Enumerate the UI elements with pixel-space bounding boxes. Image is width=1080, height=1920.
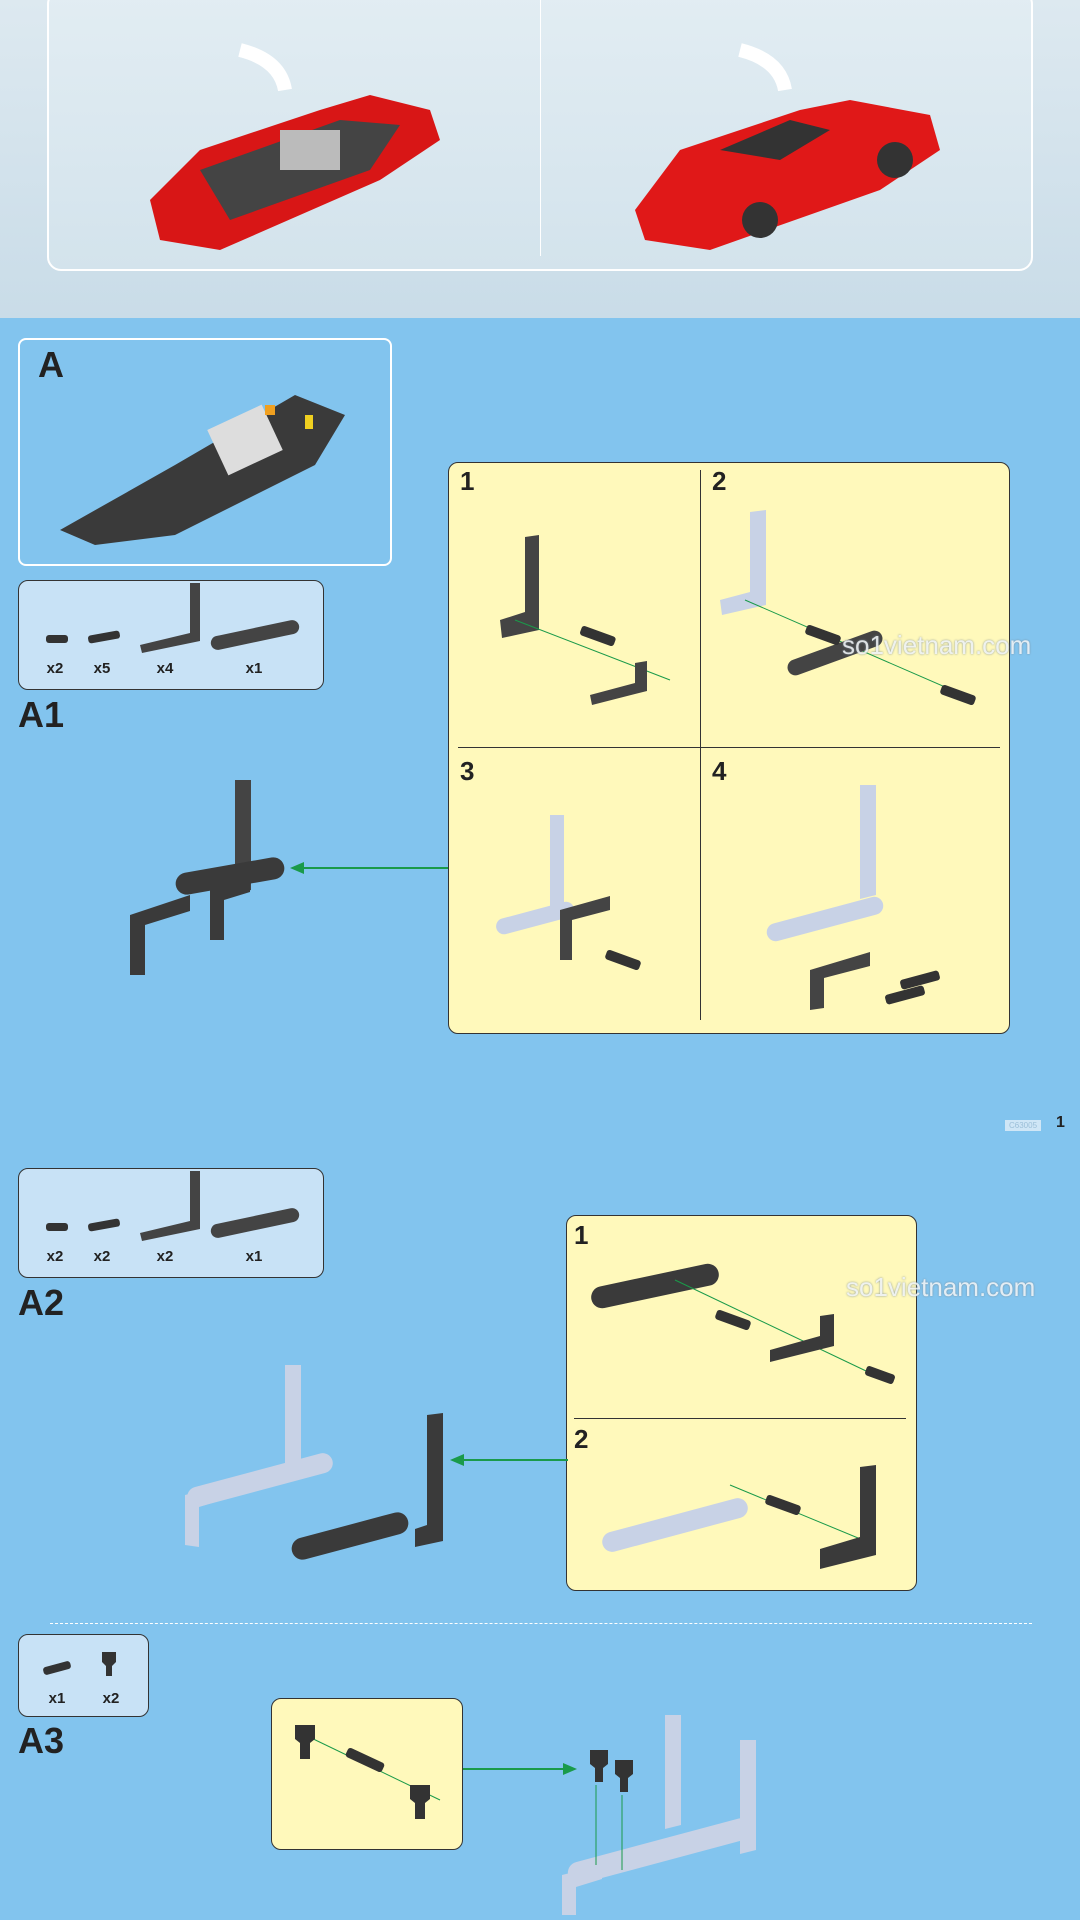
part-count: x2 bbox=[156, 1248, 174, 1265]
step-number: 3 bbox=[460, 756, 475, 786]
step-number: 2 bbox=[712, 466, 727, 496]
arrow-a2 bbox=[450, 1454, 568, 1466]
page-number: 1 bbox=[1056, 1114, 1065, 1131]
step-number: 2 bbox=[574, 1424, 589, 1454]
part-count: x5 bbox=[93, 660, 111, 677]
step-1-image bbox=[500, 535, 671, 705]
step-number: 4 bbox=[712, 756, 727, 786]
a2-step-2-image bbox=[602, 1465, 876, 1569]
section-a2-label: A2 bbox=[18, 1282, 65, 1323]
a3-parts-images bbox=[43, 1652, 116, 1676]
divider bbox=[700, 470, 701, 1020]
product-code: C63005 bbox=[1005, 1120, 1042, 1131]
arrow-a1 bbox=[290, 862, 448, 874]
car-partial-image bbox=[150, 43, 440, 250]
section-a1-label: A1 bbox=[18, 694, 65, 735]
a3-parts-box bbox=[18, 1634, 149, 1717]
a2-result-image bbox=[185, 1365, 443, 1560]
step-3-image bbox=[496, 815, 641, 971]
step-2-image bbox=[720, 510, 976, 706]
section-a3-label: A3 bbox=[18, 1720, 65, 1761]
step-number: 1 bbox=[574, 1220, 589, 1250]
a1-result-image bbox=[130, 780, 285, 975]
part-count: x2 bbox=[46, 1248, 64, 1265]
a3-step-panel bbox=[271, 1698, 463, 1850]
a2-step-1-image bbox=[591, 1263, 895, 1384]
a2-parts-images bbox=[46, 1171, 300, 1241]
section-a-box bbox=[18, 338, 392, 566]
part-count: x2 bbox=[102, 1690, 120, 1707]
step-4-image bbox=[766, 785, 940, 1010]
chassis-image bbox=[60, 395, 345, 545]
divider bbox=[574, 1418, 906, 1419]
part-count: x4 bbox=[156, 660, 174, 677]
a3-result-image bbox=[562, 1715, 756, 1915]
a3-step-image bbox=[295, 1725, 441, 1819]
watermark: so1vietnam.com bbox=[842, 630, 1032, 660]
part-count: x1 bbox=[245, 660, 263, 677]
section-divider bbox=[50, 1623, 1032, 1624]
car-full-image bbox=[635, 43, 940, 250]
divider bbox=[540, 0, 541, 256]
divider bbox=[458, 747, 1000, 748]
part-count: x1 bbox=[48, 1690, 66, 1707]
a1-steps-panel bbox=[448, 462, 1010, 1034]
part-count: x1 bbox=[245, 1248, 263, 1265]
arrow-a3 bbox=[463, 1763, 577, 1775]
a1-parts-images bbox=[46, 583, 300, 653]
part-count: x2 bbox=[46, 660, 64, 677]
section-a-label: A bbox=[38, 344, 64, 385]
watermark: so1vietnam.com bbox=[846, 1272, 1036, 1302]
part-count: x2 bbox=[93, 1248, 111, 1265]
step-number: 1 bbox=[460, 466, 475, 496]
